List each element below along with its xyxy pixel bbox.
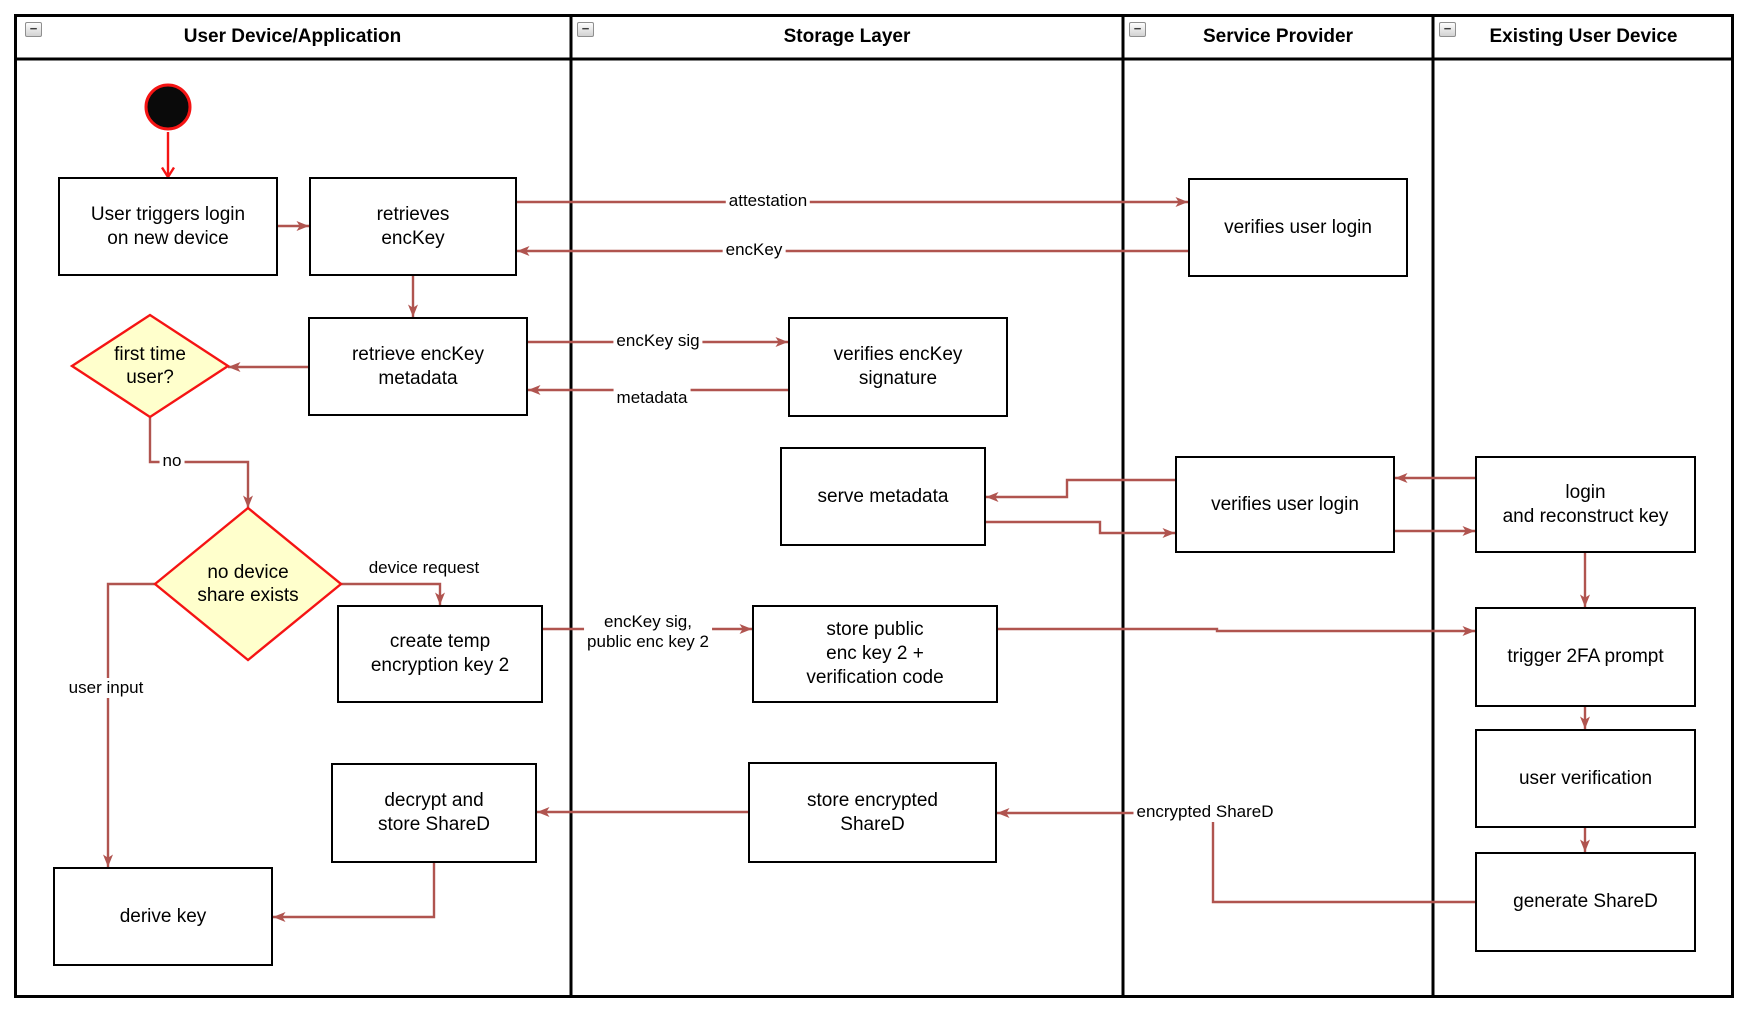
edge-no-branch (148, 417, 253, 508)
pool-border (14, 14, 1734, 998)
collapse-lane-service-provider-button[interactable]: − (1129, 22, 1146, 37)
edge-user-input (103, 582, 155, 867)
node-label: trigger 2FA prompt (1507, 646, 1664, 667)
node-label: store encrypted (807, 789, 938, 811)
node-label: User triggers login (90, 203, 246, 225)
collapse-lane-existing-user-device-button[interactable]: − (1439, 22, 1456, 37)
edge-label-encrypted-shared: encrypted ShareD (1133, 802, 1277, 822)
edge-label-user-input: user input (65, 678, 147, 698)
edge-serve-metadata-to-verifies-mid (986, 520, 1175, 538)
node-label: derive key (119, 905, 207, 927)
node-label: and reconstruct key (1502, 505, 1669, 527)
node-label: store ShareD (378, 814, 490, 835)
node-label: retrieve encKey (351, 343, 484, 365)
node-verifies-user-login-mid[interactable]: verifies user login (1175, 456, 1395, 553)
node-label: on new device (107, 227, 229, 249)
node-label: generate ShareD (1513, 891, 1658, 912)
edge-label-enckey-return: encKey (722, 240, 786, 260)
node-label: verifies user login (1224, 216, 1372, 238)
edge-device-request (341, 582, 445, 605)
node-label: verifies user login (1211, 493, 1359, 515)
edge-label-metadata-return: metadata (613, 388, 691, 408)
start-node[interactable] (144, 83, 192, 131)
node-generate-shared[interactable]: generate ShareD (1475, 852, 1696, 952)
lane-title-service-provider[interactable]: Service Provider (1203, 25, 1353, 47)
edge-encrypted-shared (997, 808, 1475, 904)
decision-no-device-share-exists[interactable] (153, 506, 343, 662)
node-label: encryption key 2 (370, 655, 510, 676)
lane-title-existing-user-device[interactable]: Existing User Device (1489, 25, 1678, 47)
edge-decrypt-to-derive-key (273, 863, 436, 922)
node-trigger-2fa-prompt[interactable]: trigger 2FA prompt (1475, 607, 1696, 707)
decision-first-time-user[interactable] (69, 313, 231, 419)
node-decrypt-and-store-shared[interactable]: decrypt and store ShareD (331, 763, 537, 863)
node-label: verification code (806, 667, 944, 688)
edge-label-enckey-sig: encKey sig (613, 331, 703, 351)
node-label: login (1565, 481, 1606, 503)
collapse-lane-user-device-application-button[interactable]: − (25, 22, 42, 37)
edge-verifies-mid-to-serve-metadata (986, 478, 1175, 502)
edge-label-attestation: attestation (725, 191, 811, 211)
node-label: serve metadata (817, 485, 949, 507)
lane-title-storage-layer[interactable]: Storage Layer (783, 25, 911, 47)
node-label: store public (826, 619, 924, 640)
node-label: ShareD (840, 813, 905, 835)
node-label: decrypt and (384, 790, 484, 811)
node-serve-metadata[interactable]: serve metadata (780, 447, 986, 546)
edge-label-no-branch: no (159, 451, 185, 471)
node-store-public-enc-key-2[interactable]: store public enc key 2 + verification code (752, 605, 998, 703)
node-label: enc key 2 + (826, 643, 924, 664)
node-create-temp-encryption-key-2[interactable]: create temp encryption key 2 (337, 605, 543, 703)
node-verifies-user-login-top[interactable]: verifies user login (1188, 178, 1408, 277)
node-label: verifies encKey (833, 344, 963, 365)
edge-label-device-request: device request (365, 558, 483, 578)
lane-title-user-device-application[interactable]: User Device/Application (183, 25, 402, 47)
node-label: retrieves (376, 203, 450, 225)
edge-label-enckey-sig-public-enc-key-2: encKey sig,public enc key 2 (584, 612, 712, 652)
edge-store-public-to-trigger-2fa (998, 626, 1475, 636)
collapse-lane-storage-layer-button[interactable]: − (577, 22, 594, 37)
node-label: signature (858, 368, 938, 389)
node-user-verification[interactable]: user verification (1475, 729, 1696, 828)
node-verifies-enckey-signature[interactable]: verifies encKey signature (788, 317, 1008, 417)
node-label: metadata (378, 367, 458, 389)
node-label: create temp (389, 631, 491, 652)
node-label: encKey (381, 227, 445, 249)
node-derive-key[interactable]: derive key (53, 867, 273, 966)
node-label: user verification (1518, 767, 1653, 789)
